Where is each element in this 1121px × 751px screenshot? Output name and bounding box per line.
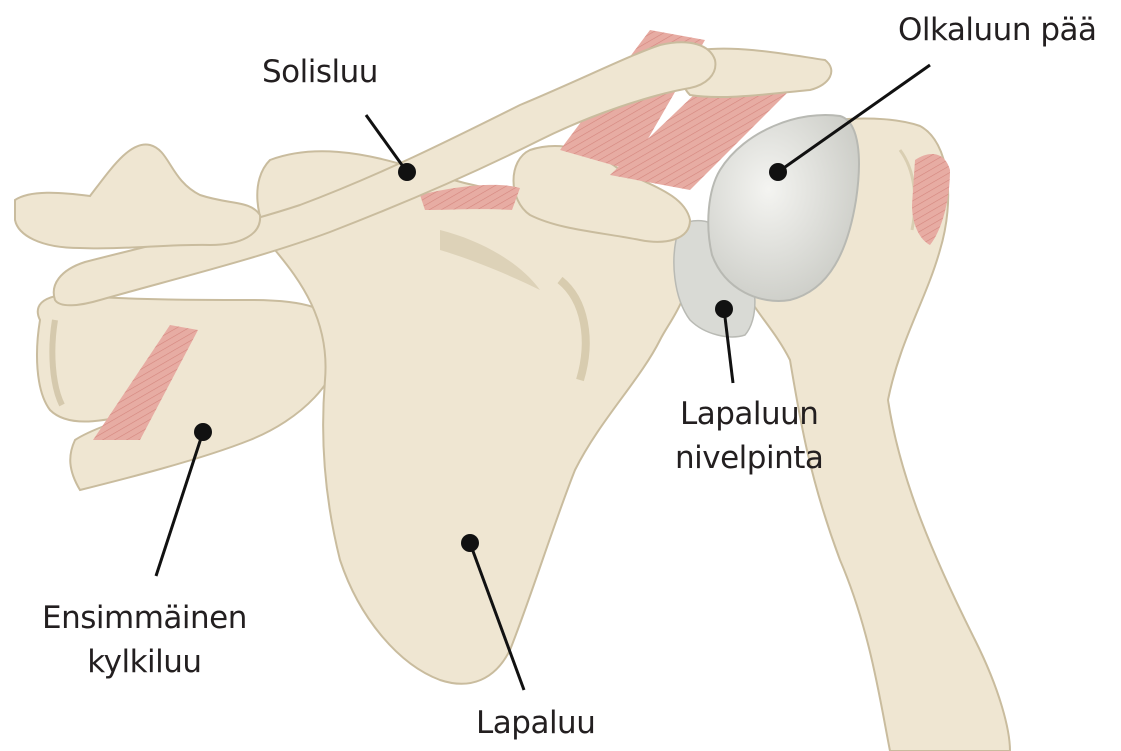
label-lapaluu: Lapaluu	[476, 701, 595, 745]
label-ensimmainen-kylkiluu-line2: kylkiluu	[42, 640, 247, 684]
dot-olkaluun-paa	[769, 163, 787, 181]
first-rib	[37, 295, 340, 490]
label-lapaluun-nivelpinta-line1: Lapaluun	[675, 392, 823, 436]
label-ensimmainen-kylkiluu-line1: Ensimmäinen	[42, 596, 247, 640]
label-lapaluun-nivelpinta: Lapaluun nivelpinta	[675, 392, 823, 480]
sternal-structure	[15, 144, 260, 248]
dot-solisluu	[398, 163, 416, 181]
dot-ensimmainen-kylkiluu	[194, 423, 212, 441]
dot-lapaluun-nivelpinta	[715, 300, 733, 318]
label-solisluu: Solisluu	[262, 50, 378, 94]
label-lapaluun-nivelpinta-line2: nivelpinta	[675, 436, 823, 480]
label-olkaluun-paa: Olkaluun pää	[898, 8, 1097, 52]
dot-lapaluu	[461, 534, 479, 552]
label-ensimmainen-kylkiluu: Ensimmäinen kylkiluu	[42, 596, 247, 684]
